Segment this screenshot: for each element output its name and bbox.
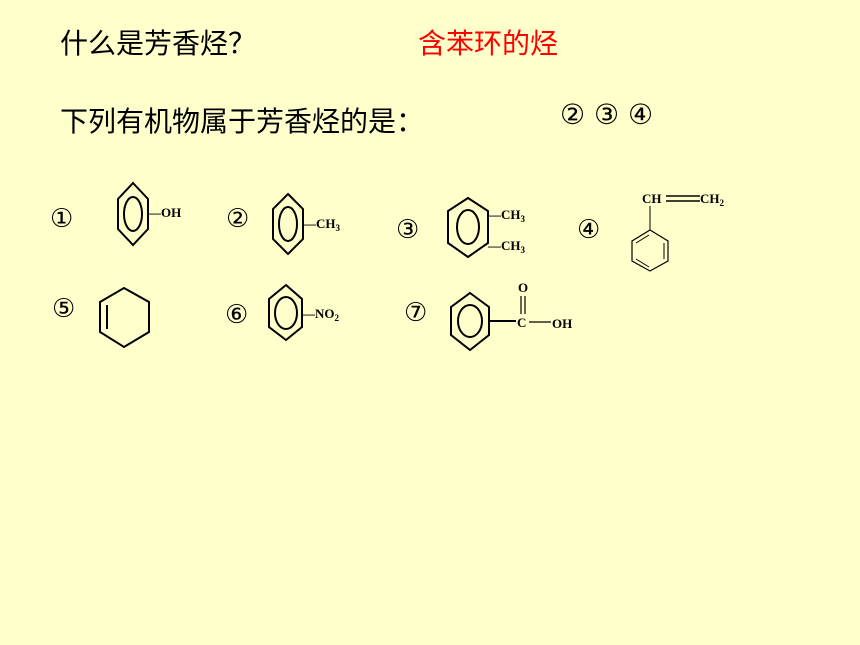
svg-text:—NO2: —NO2 bbox=[301, 306, 340, 323]
question-what-is-aromatic: 什么是芳香烃？ bbox=[60, 27, 257, 60]
molecule-3-subscript-bottom: 3 bbox=[521, 245, 526, 255]
molecule-7-label-o: O bbox=[518, 280, 528, 295]
molecule-3-xylene-structure: —CH3 —CH3 bbox=[447, 196, 526, 259]
molecule-1-phenol-structure: —OH bbox=[117, 181, 181, 247]
molecule-6-subscript: 2 bbox=[335, 313, 340, 323]
molecule-2-subscript: 3 bbox=[336, 223, 341, 233]
molecule-3-label-top: —CH bbox=[487, 207, 521, 222]
molecule-7-number: ⑦ bbox=[404, 298, 428, 328]
molecule-6-nitrobenzene-structure: —NO2 bbox=[268, 283, 340, 342]
molecule-4-styrene-structure: CH CH2 bbox=[631, 191, 725, 272]
answer-selection: ② ③ ④ bbox=[560, 98, 654, 131]
molecule-6-number: ⑥ bbox=[225, 300, 249, 330]
molecule-4-label-ch2: CH bbox=[700, 191, 720, 206]
answer-definition: 含苯环的烃 bbox=[418, 27, 559, 60]
molecule-1-label: —OH bbox=[147, 205, 181, 220]
molecule-7-label-oh: OH bbox=[552, 316, 572, 331]
molecule-4-label-ch: CH bbox=[642, 191, 662, 206]
question-which-are-aromatic: 下列有机物属于芳香烃的是： bbox=[60, 105, 425, 138]
molecule-3-subscript-top: 3 bbox=[521, 214, 526, 224]
svg-text:CH2: CH2 bbox=[700, 191, 725, 208]
molecule-1-number: ① bbox=[50, 204, 74, 234]
molecule-3-label-bottom: —CH bbox=[487, 238, 521, 253]
molecule-2-number: ② bbox=[226, 204, 250, 234]
molecule-7-label-c: C bbox=[517, 315, 526, 330]
molecule-5-cyclohexene-structure bbox=[99, 286, 150, 349]
svg-text:—CH3: —CH3 bbox=[487, 207, 526, 224]
molecule-4-number: ④ bbox=[577, 215, 601, 245]
molecule-2-label: —CH bbox=[302, 216, 336, 231]
molecule-6-label: —NO bbox=[301, 306, 335, 321]
molecule-7-benzoic-acid-structure: O C OH bbox=[450, 280, 572, 352]
molecule-4-subscript: 2 bbox=[720, 198, 725, 208]
svg-text:—CH3: —CH3 bbox=[302, 216, 341, 233]
molecule-2-toluene-structure: —CH3 bbox=[272, 192, 341, 256]
svg-text:—CH3: —CH3 bbox=[487, 238, 526, 255]
molecule-3-number: ③ bbox=[396, 215, 420, 245]
molecule-5-number: ⑤ bbox=[52, 294, 76, 324]
